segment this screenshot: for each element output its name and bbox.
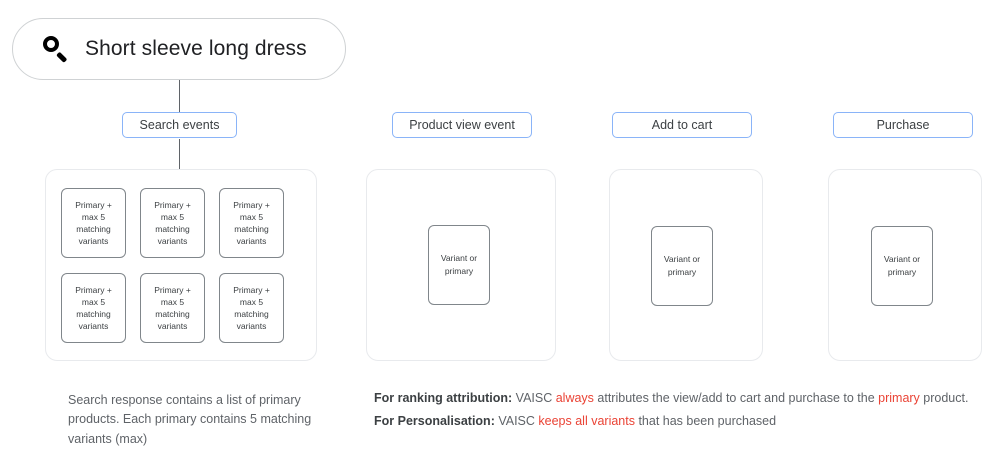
primary-product-cell[interactable]: Primary + max 5 matching variants	[140, 273, 205, 343]
stage-label-search-events[interactable]: Search events	[122, 112, 237, 138]
note-ranking-part1: VAISC	[512, 391, 556, 405]
note-ranking-highlight-always: always	[555, 391, 594, 405]
note-ranking-attribution: For ranking attribution: VAISC always at…	[374, 392, 989, 405]
stage-card-search-events: Primary + max 5 matching variants Primar…	[45, 169, 317, 361]
caption-search-response: Search response contains a list of prima…	[68, 393, 312, 446]
note-personalisation: For Personalisation: VAISC keeps all var…	[374, 413, 989, 428]
note-ranking-part3: product.	[919, 391, 969, 405]
connector-line-label-to-card	[179, 139, 180, 170]
search-bar[interactable]: Short sleeve long dress	[12, 18, 346, 80]
stage-label-add-to-cart[interactable]: Add to cart	[612, 112, 752, 138]
note-personalisation-highlight: keeps all variants	[538, 413, 635, 428]
primary-product-cell[interactable]: Primary + max 5 matching variants	[61, 188, 126, 258]
stage-label-product-view-event[interactable]: Product view event	[392, 112, 532, 138]
primary-product-cell[interactable]: Primary + max 5 matching variants	[61, 273, 126, 343]
note-ranking-highlight-primary: primary	[878, 391, 920, 405]
caption-notes: For ranking attribution: VAISC always at…	[374, 392, 989, 427]
note-ranking-part2: attributes the view/add to cart and purc…	[593, 391, 879, 405]
note-personalisation-part1: VAISC	[494, 413, 539, 428]
primary-products-grid: Primary + max 5 matching variants Primar…	[61, 188, 298, 343]
note-personalisation-label: For Personalisation:	[374, 413, 495, 428]
search-query-text: Short sleeve long dress	[85, 37, 307, 60]
primary-product-cell[interactable]: Primary + max 5 matching variants	[219, 273, 284, 343]
stage-label-purchase[interactable]: Purchase	[833, 112, 973, 138]
note-ranking-label: For ranking attribution:	[374, 391, 513, 405]
variant-box-add-to-cart[interactable]: Variant or primary	[651, 226, 713, 306]
primary-product-cell[interactable]: Primary + max 5 matching variants	[140, 188, 205, 258]
variant-box-purchase[interactable]: Variant or primary	[871, 226, 933, 306]
variant-box-product-view[interactable]: Variant or primary	[428, 225, 490, 305]
note-personalisation-part2: that has been purchased	[634, 413, 777, 428]
primary-product-cell[interactable]: Primary + max 5 matching variants	[219, 188, 284, 258]
connector-line-search-to-label	[179, 80, 180, 113]
search-icon	[43, 36, 69, 63]
